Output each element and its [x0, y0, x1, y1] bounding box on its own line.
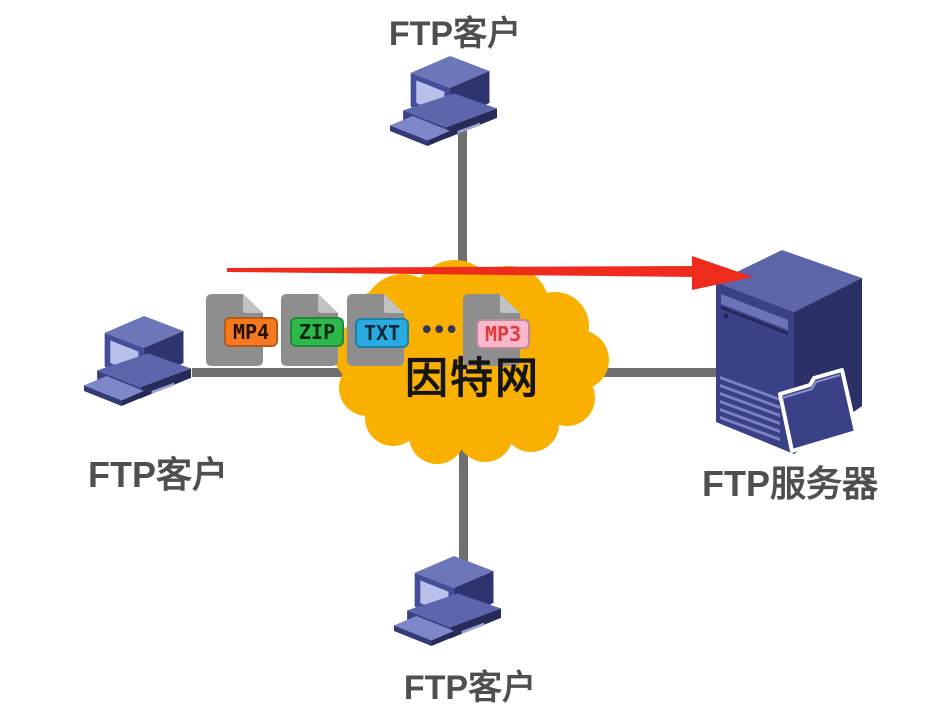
ftp-client-bottom-icon — [394, 548, 516, 654]
ftp-server-label: FTP服务器 — [702, 463, 878, 504]
link-top-client-to-cloud — [458, 130, 467, 282]
file-type-badge-zip: ZIP — [290, 317, 345, 347]
file-type-badge-mp3: MP3 — [476, 319, 531, 349]
file-type-badge-mp4: MP4 — [224, 317, 279, 347]
internet-label: 因特网 — [405, 355, 540, 403]
ellipsis-dots: ••• — [422, 314, 460, 344]
ftp-client-left-label: FTP客户 — [88, 454, 228, 495]
link-bottom-client-to-cloud — [459, 443, 468, 565]
ftp-client-bottom-label: FTP客户 — [403, 669, 537, 707]
link-cloud-to-server — [585, 368, 733, 377]
ftp-client-left-icon — [84, 308, 206, 414]
ftp-server-icon — [716, 248, 881, 478]
ftp-client-top-icon — [390, 48, 512, 154]
link-left-client-to-cloud — [192, 368, 382, 377]
ftp-client-top-label: FTP客户 — [388, 15, 522, 53]
file-type-badge-txt: TXT — [355, 318, 410, 348]
